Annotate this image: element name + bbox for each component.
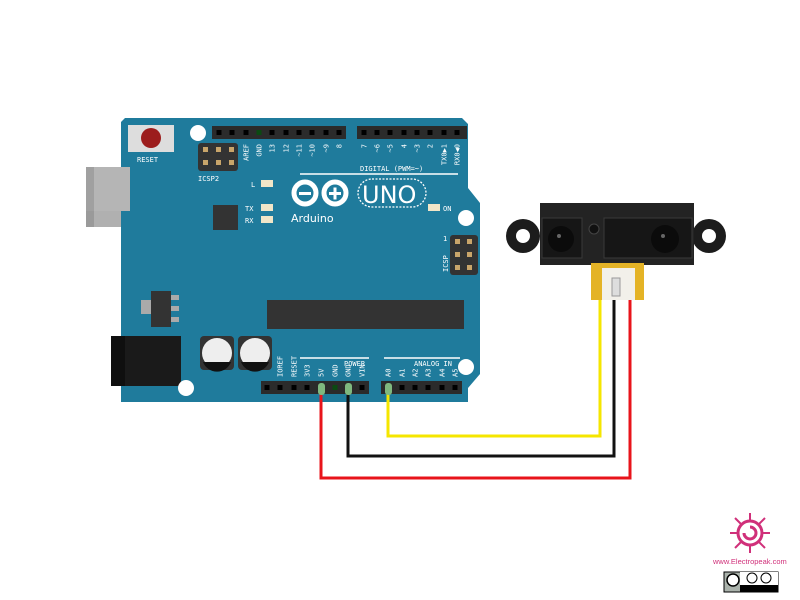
led-tx-label: TX <box>245 205 254 213</box>
digital-label: DIGITAL (PWM=~) <box>360 165 423 173</box>
pin-label: 13 <box>269 144 277 152</box>
digital-pin[interactable] <box>216 130 222 135</box>
wire-a0-yellow <box>386 298 602 438</box>
pin-label: IOREF <box>277 356 285 377</box>
pin-label: A3 <box>425 369 433 377</box>
power-pin[interactable] <box>277 385 283 390</box>
pin-label: GND <box>345 364 353 377</box>
pin-label: A0 <box>385 369 393 377</box>
pin-label: ~11 <box>296 144 304 157</box>
digital-pin[interactable] <box>269 130 275 135</box>
digital-pin[interactable] <box>387 130 393 135</box>
electropeak-logo <box>730 513 770 553</box>
digital-pin[interactable] <box>229 130 235 135</box>
pin-label: RESET <box>291 355 299 377</box>
analog-header <box>381 381 462 394</box>
wire-gnd-black <box>346 298 616 458</box>
pin-label: 5V <box>318 368 326 377</box>
electropeak-website[interactable]: www.Electropeak.com <box>713 557 787 566</box>
reset-label: RESET <box>137 156 159 164</box>
power-pin[interactable] <box>264 385 270 390</box>
microcontroller <box>267 300 464 329</box>
icsp-pin1-label: 1 <box>443 235 447 243</box>
digital-header-right <box>357 126 467 139</box>
digital-pin[interactable] <box>256 130 262 135</box>
pin-label: ~9 <box>323 144 331 152</box>
pin-label: A5 <box>452 369 460 377</box>
analog-pin[interactable] <box>425 385 431 390</box>
pin-label: TX0▶1 <box>441 144 449 165</box>
analog-label: ANALOG IN <box>414 360 452 368</box>
usb-chip <box>213 205 238 230</box>
power-label: POWER <box>344 360 366 368</box>
power-pin[interactable] <box>304 385 310 390</box>
digital-pin[interactable] <box>283 130 289 135</box>
cc-license-badge <box>723 571 779 593</box>
led-on-label: ON <box>443 205 451 213</box>
digital-pin[interactable] <box>427 130 433 135</box>
led-rx-label: RX <box>245 217 254 225</box>
power-pin[interactable] <box>332 385 338 390</box>
pin-label: A2 <box>412 369 420 377</box>
analog-pin[interactable] <box>412 385 418 390</box>
digital-header-left <box>212 126 346 139</box>
led-l <box>261 180 273 187</box>
icsp2-label: ICSP2 <box>198 175 219 183</box>
pin-label: ~3 <box>414 144 422 152</box>
digital-pin[interactable] <box>361 130 367 135</box>
analog-pin[interactable] <box>399 385 405 390</box>
model-name: UNO <box>362 181 416 209</box>
capacitors <box>200 336 272 372</box>
icsp-header <box>450 235 478 275</box>
digital-pin[interactable] <box>374 130 380 135</box>
digital-pin[interactable] <box>243 130 249 135</box>
power-header <box>261 381 369 394</box>
digital-pin[interactable] <box>414 130 420 135</box>
pin-label: A4 <box>439 369 447 377</box>
digital-pin[interactable] <box>454 130 460 135</box>
digital-pin[interactable] <box>309 130 315 135</box>
brand-name: Arduino <box>291 212 334 225</box>
pin-label: 4 <box>401 144 409 148</box>
pin-label: 3V3 <box>304 364 312 377</box>
pin-label: 7 <box>361 144 369 148</box>
wire-5v-red <box>319 298 632 480</box>
analog-pin[interactable] <box>439 385 445 390</box>
pin-label: 2 <box>427 144 435 148</box>
icsp-label: ICSP <box>442 255 450 272</box>
pin-label: ~5 <box>387 144 395 152</box>
arduino-logo <box>291 179 349 207</box>
digital-pin[interactable] <box>323 130 329 135</box>
power-pin[interactable] <box>291 385 297 390</box>
pin-label: VIN <box>359 364 367 377</box>
led-l-label: L <box>251 181 255 189</box>
voltage-regulator <box>151 291 171 327</box>
pin-label: AREF <box>243 144 251 161</box>
analog-pin[interactable] <box>452 385 458 390</box>
pin-label: 8 <box>336 144 344 148</box>
pin-label: ~10 <box>309 144 317 157</box>
arduino-board <box>121 118 480 402</box>
pin-label: A1 <box>399 369 407 377</box>
pin-label: GND <box>332 364 340 377</box>
digital-pin[interactable] <box>336 130 342 135</box>
pin-label: ~6 <box>374 144 382 152</box>
pin-label: GND <box>256 144 264 157</box>
led-on <box>428 204 440 211</box>
power-pin[interactable] <box>359 385 365 390</box>
digital-pin[interactable] <box>296 130 302 135</box>
pin-label: RX0◀0 <box>454 144 462 165</box>
led-rx <box>261 216 273 223</box>
led-tx <box>261 204 273 211</box>
pin-label: 12 <box>283 144 291 152</box>
digital-pin[interactable] <box>401 130 407 135</box>
ir-distance-sensor <box>506 203 726 300</box>
digital-pin[interactable] <box>441 130 447 135</box>
